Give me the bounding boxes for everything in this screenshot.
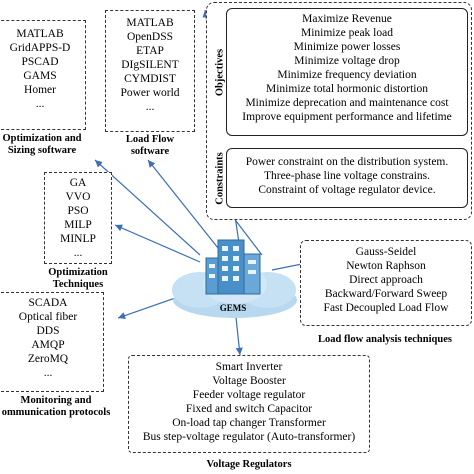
list-item: ZeroMQ xyxy=(27,353,69,365)
list-item: Smart Inverter xyxy=(215,361,283,373)
list-item: MATLAB xyxy=(16,28,64,40)
list-item: PSO xyxy=(67,205,89,217)
list-item: Improve equipment performance and lifeti… xyxy=(242,111,452,123)
list-item: MATLAB xyxy=(126,17,174,29)
list-item: Direct approach xyxy=(349,274,423,286)
list-item: ... xyxy=(43,367,53,379)
lf-software-caption: Load Flow software xyxy=(125,134,175,157)
constraints-box xyxy=(226,148,468,208)
list-item: ... xyxy=(35,98,45,110)
lf-software-list: MATLAB OpenDSS ETAP DIgSILENT CYMDIST Po… xyxy=(107,16,193,114)
list-item: Gauss-Seidel xyxy=(355,246,417,258)
monitoring-box xyxy=(0,292,104,392)
list-item: Constraint of voltage regulator device. xyxy=(258,184,436,196)
arrow-to-lf-software xyxy=(147,159,219,249)
list-item: Power constraint on the distribution sys… xyxy=(245,156,449,168)
opt-techniques-caption: Optimization Techniques xyxy=(48,267,108,290)
list-item: Backward/Forward Sweep xyxy=(324,288,448,300)
list-item: On-load tap changer Transformer xyxy=(172,417,326,429)
list-item: ... xyxy=(73,247,83,259)
opt-software-caption: Optimization and Sizing software xyxy=(2,133,82,156)
objectives-box xyxy=(226,8,468,136)
list-item: Homer xyxy=(24,84,56,96)
lf-techniques-box xyxy=(300,240,472,326)
lf-techniques-caption: Load flow analysis techniques xyxy=(318,334,452,345)
list-item: Power world xyxy=(120,87,180,99)
list-item: Optical fiber xyxy=(18,311,78,323)
list-item: Minimize peak load xyxy=(301,27,393,39)
opt-techniques-box xyxy=(44,172,112,264)
opt-software-list: MATLAB GridAPPS-D PSCAD GAMS Homer ... xyxy=(0,27,82,111)
list-item: ETAP xyxy=(136,45,164,57)
list-item: SCADA xyxy=(28,297,68,309)
objectives-label: Objectives xyxy=(214,48,226,97)
opt-software-box xyxy=(0,20,86,130)
list-item: MINLP xyxy=(60,233,96,245)
list-item: Voltage Booster xyxy=(212,375,286,387)
hub-label: GEMS xyxy=(219,303,247,313)
list-item: CYMDIST xyxy=(124,73,176,85)
list-item: GAMS xyxy=(23,70,57,82)
building-icon xyxy=(205,239,261,295)
list-item: PSCAD xyxy=(21,56,59,68)
opt-techniques-list: GA VVO PSO MILP MINLP ... xyxy=(46,176,110,260)
list-item: Fast Decoupled Load Flow xyxy=(323,302,449,314)
list-item: OpenDSS xyxy=(126,31,173,43)
monitoring-list: SCADA Optical fiber DDS AMQP ZeroMQ ... xyxy=(0,296,98,380)
list-item: GridAPPS-D xyxy=(9,42,71,54)
arrow-to-opt-software xyxy=(94,159,201,256)
arrow-to-opt-techniques xyxy=(114,224,201,263)
list-item: DIgSILENT xyxy=(121,59,179,71)
regulators-list: Smart Inverter Voltage Booster Feeder vo… xyxy=(130,360,368,444)
list-item: Bus step-voltage regulator (Auto-transfo… xyxy=(142,431,356,443)
list-item: DDS xyxy=(36,325,60,337)
objectives-list: Maximize Revenue Minimize peak load Mini… xyxy=(228,12,466,124)
list-item: Minimize total hormonic distortion xyxy=(266,83,428,95)
list-item: Minimize voltage drop xyxy=(294,55,400,67)
regulators-box xyxy=(128,355,370,453)
list-item: VVO xyxy=(65,191,91,203)
list-item: Minimize frequency deviation xyxy=(277,69,417,81)
constraints-label: Constraints xyxy=(214,152,226,205)
list-item: MILP xyxy=(64,219,92,231)
lf-software-box xyxy=(105,10,195,132)
list-item: Minimize deprecation and maintenance cos… xyxy=(245,97,449,109)
list-item: AMQP xyxy=(31,339,65,351)
list-item: Newton Raphson xyxy=(346,260,426,272)
regulators-caption: Voltage Regulators xyxy=(206,459,292,470)
list-item: Fixed and switch Capacitor xyxy=(185,403,313,415)
list-item: GA xyxy=(69,177,87,189)
monitoring-caption: Monitoring and ommunication protocols xyxy=(1,395,111,418)
list-item: Three-phase line voltage constrains. xyxy=(263,170,431,182)
list-item: Minimize power losses xyxy=(293,41,401,53)
gems-hub xyxy=(172,239,297,318)
list-item: Maximize Revenue xyxy=(302,13,392,25)
list-item: Feeder voltage regulator xyxy=(192,389,306,401)
lf-techniques-list: Gauss-Seidel Newton Raphson Direct appro… xyxy=(302,245,470,315)
list-item: ... xyxy=(145,101,155,113)
constraints-list: Power constraint on the distribution sys… xyxy=(228,155,466,197)
